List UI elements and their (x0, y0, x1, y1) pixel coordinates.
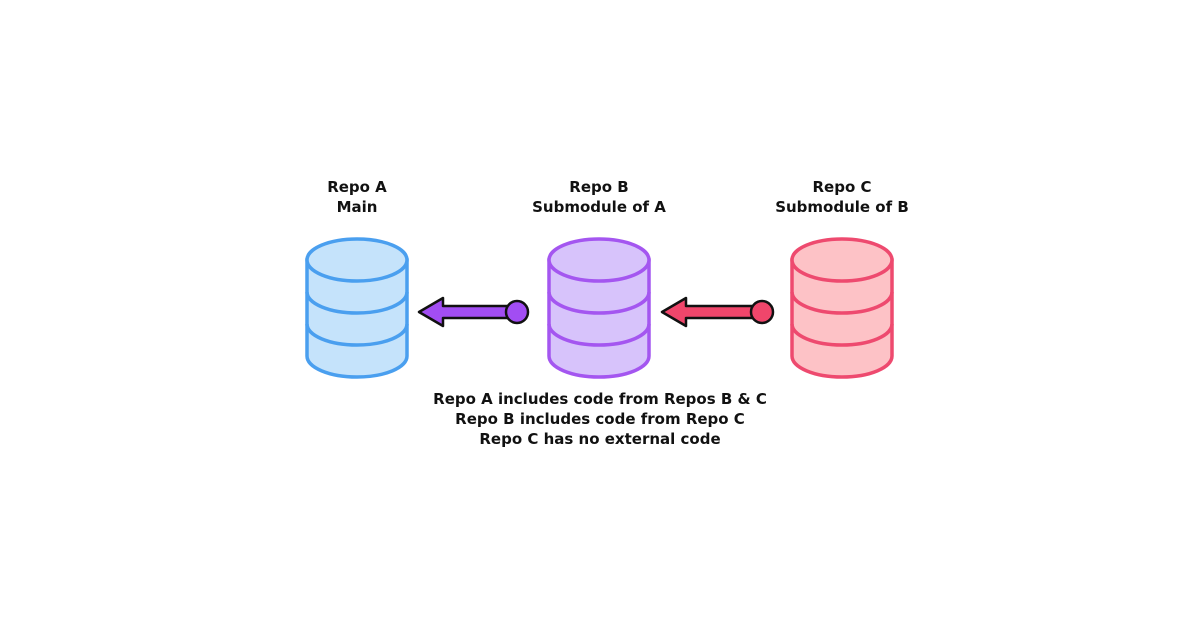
repo-a-band-2 (305, 323, 409, 347)
caption: Repo A includes code from Repos B & C Re… (433, 390, 767, 448)
repo-b-name: Repo B (569, 178, 628, 196)
repo-a-role: Main (337, 198, 378, 216)
repo-a: Repo A Main (305, 178, 409, 379)
repo-a-cylinder-top (305, 237, 409, 283)
repo-b-band-1 (547, 291, 651, 315)
repo-b-band-2 (547, 323, 651, 347)
database-icon (547, 237, 651, 379)
repo-a-band-1 (305, 291, 409, 315)
repo-c: Repo C Submodule of B (775, 178, 909, 379)
repo-c-band-1 (790, 291, 894, 315)
repo-c-cylinder-top (790, 237, 894, 283)
arrow-c-to-b-origin-dot (749, 299, 775, 325)
arrow-b-to-a (417, 296, 530, 328)
repo-c-cylinder-body (790, 258, 894, 379)
repo-b-role: Submodule of A (532, 198, 666, 216)
database-icon (305, 237, 409, 379)
caption-line-1: Repo A includes code from Repos B & C (433, 390, 767, 408)
repo-b-cylinder-body (547, 258, 651, 379)
repo-a-name: Repo A (327, 178, 387, 196)
repo-b-cylinder-top (547, 237, 651, 283)
repo-b: Repo B Submodule of A (532, 178, 666, 379)
repo-c-role: Submodule of B (775, 198, 909, 216)
repo-a-cylinder-body (305, 258, 409, 379)
caption-line-3: Repo C has no external code (479, 430, 720, 448)
arrow-c-to-b (660, 296, 775, 328)
arrow-b-to-a-origin-dot (504, 299, 530, 325)
caption-line-2: Repo B includes code from Repo C (455, 410, 745, 428)
arrow-b-to-a-shaft (417, 296, 510, 328)
repo-c-name: Repo C (813, 178, 872, 196)
repo-c-band-2 (790, 323, 894, 347)
database-icon (790, 237, 894, 379)
arrow-c-to-b-shaft (660, 296, 754, 328)
